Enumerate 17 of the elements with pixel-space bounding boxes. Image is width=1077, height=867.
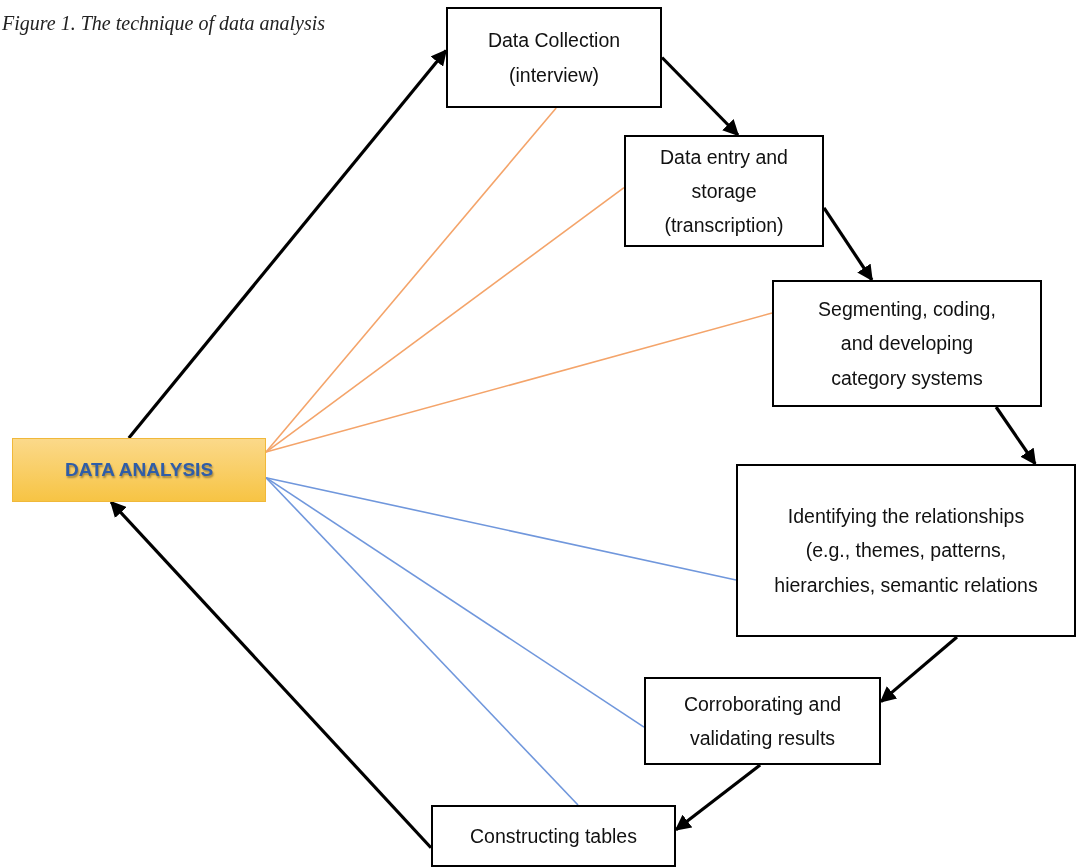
- process-box: Identifying the relationships (e.g., themes, patterns, hierarchies, semantic relations: [736, 464, 1076, 637]
- connector-line: [265, 312, 773, 453]
- process-box: Data Collection (interview): [446, 7, 662, 108]
- arrow: [994, 406, 1037, 466]
- connector-line: [265, 186, 625, 453]
- connector-line: [265, 476, 579, 806]
- figure-title: Figure 1. The technique of data analysis: [2, 12, 326, 35]
- highlight-box: DATA ANALYSIS: [12, 438, 266, 502]
- connector-line: [265, 107, 557, 453]
- arrow: [127, 49, 448, 439]
- process-box: Corroborating and validating results: [644, 677, 881, 765]
- process-box: Data entry and storage (transcription): [624, 135, 824, 247]
- process-box: Segmenting, coding, and developing category systems: [772, 280, 1042, 407]
- process-box: Constructing tables: [431, 805, 676, 867]
- connector-line: [265, 476, 645, 728]
- connector-line: [265, 476, 737, 581]
- arrow: [109, 500, 433, 849]
